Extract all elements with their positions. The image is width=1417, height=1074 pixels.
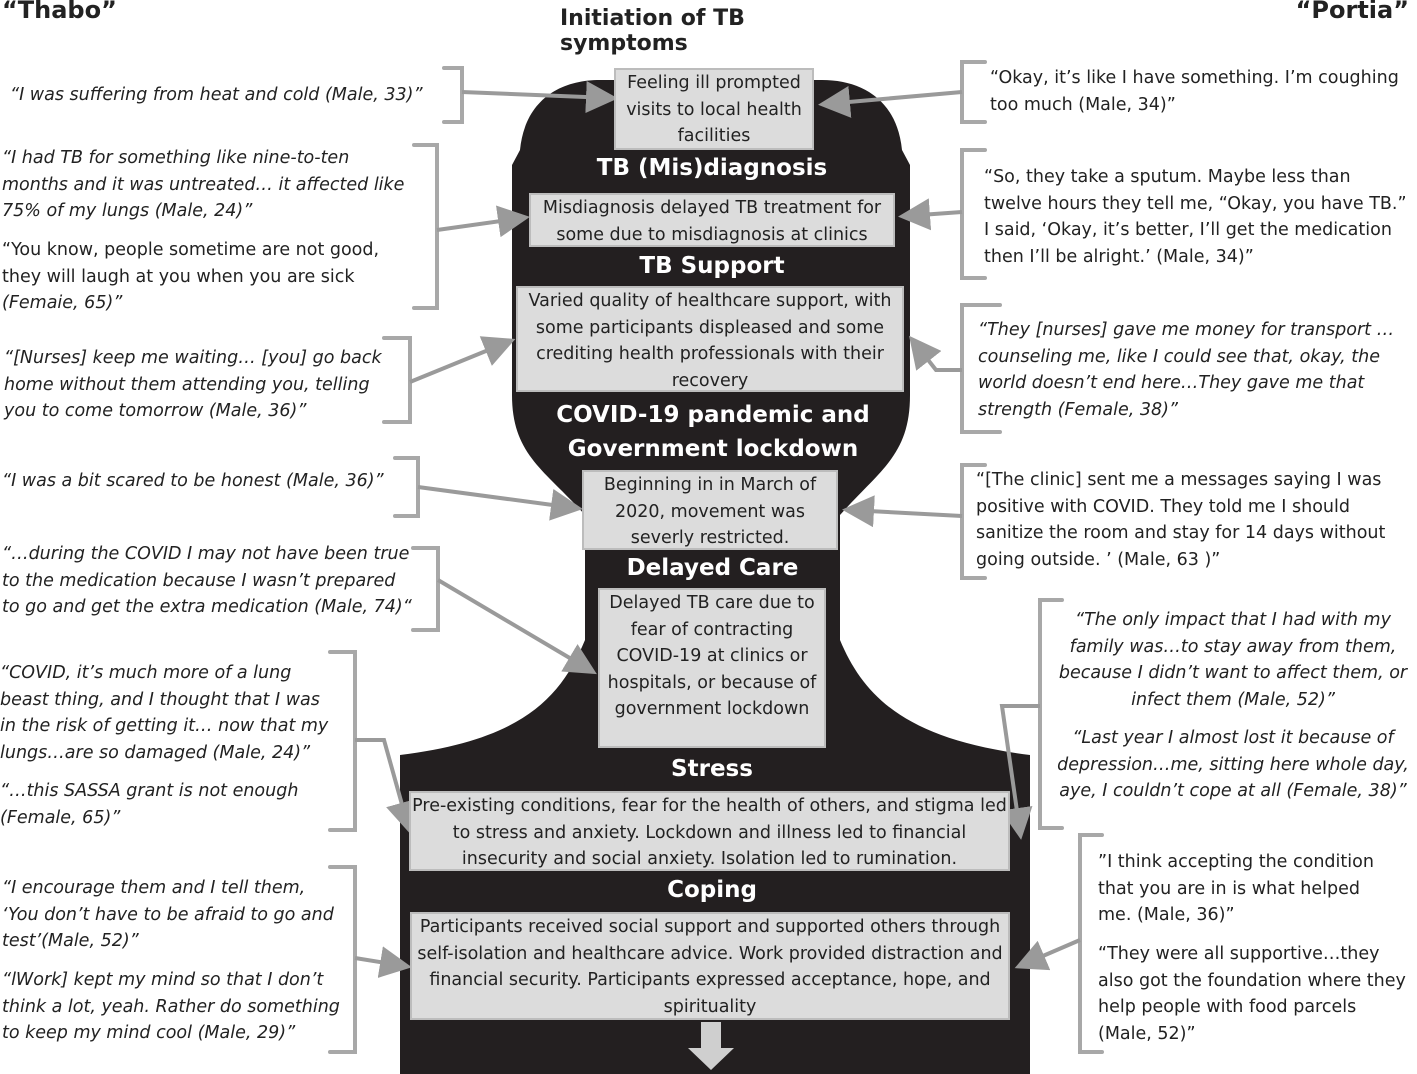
stage-title-stress: Stress xyxy=(671,756,753,782)
arrow-right-2 xyxy=(898,198,963,231)
right-quote-6: “Last year I almost lost it because of d… xyxy=(1057,728,1409,801)
left-quote-1: “I was suffering from heat and cold (Mal… xyxy=(10,85,423,105)
arrow-right-5 xyxy=(999,704,1040,840)
box-stress: Pre-existing conditions, fear for the he… xyxy=(409,791,1010,871)
box-initiation: Feeling ill prompted visits to local hea… xyxy=(614,68,814,150)
right-quote-3: “They [nurses] gave me money for transpo… xyxy=(978,320,1395,420)
arrow-right-6 xyxy=(1014,938,1081,971)
right-quote-5: “The only impact that I had with my fami… xyxy=(1058,610,1408,710)
left-quote-4: “[Nurses] keep me waiting… [you] go back… xyxy=(4,348,382,421)
left-quote-8: “…this SASSA grant is not enough (Female… xyxy=(0,781,299,828)
left-participant-name: “Thabo” xyxy=(2,0,117,24)
left-quote-5: “I was a bit scared to be honest (Male, … xyxy=(2,471,384,491)
stage-title-delayed-care: Delayed Care xyxy=(626,555,799,581)
stage-title-coping: Coping xyxy=(667,877,757,903)
arrow-left-3 xyxy=(409,336,516,384)
bracket-right-5 xyxy=(1038,598,1064,830)
stage-title-support: TB Support xyxy=(639,253,785,279)
down-arrow-icon xyxy=(688,1022,734,1070)
arrow-left-5 xyxy=(436,578,597,675)
box-support: Varied quality of healthcare support, wi… xyxy=(516,286,904,392)
box-coping: Participants received social support and… xyxy=(410,912,1010,1020)
bracket-right-2 xyxy=(960,148,987,280)
left-quote-3: “You know, people sometime are not good,… xyxy=(2,240,380,313)
left-quote-6: “…during the COVID I may not have been t… xyxy=(2,544,412,617)
main-title: Initiation of TB symptoms xyxy=(560,6,745,56)
arrow-left-6 xyxy=(355,738,417,834)
box-lockdown: Beginning in in March of 2020, movement … xyxy=(582,470,838,550)
arrow-right-1 xyxy=(818,85,963,118)
bracket-right-4 xyxy=(960,463,987,580)
right-quote-8: “They were all supportive…they also got … xyxy=(1098,944,1406,1044)
arrow-right-4 xyxy=(842,495,963,528)
bracket-left-2 xyxy=(412,143,439,310)
bracket-left-1 xyxy=(442,66,464,124)
stage-title-misdiagnosis: TB (Mis)diagnosis xyxy=(596,155,828,181)
arrow-left-7 xyxy=(354,946,412,978)
bracket-right-6 xyxy=(1078,833,1104,1054)
arrow-left-2 xyxy=(436,205,530,238)
box-delayed-care: Delayed TB care due to fear of contracti… xyxy=(598,588,826,748)
left-quote-10: “lWork] kept my mind so that I don’t thi… xyxy=(2,970,340,1043)
arrow-left-1 xyxy=(461,81,618,114)
left-quote-2: “I had TB for something like nine-to-ten… xyxy=(2,148,405,221)
right-quote-7: ”I think accepting the condition that yo… xyxy=(1098,852,1374,925)
right-quote-2: “So, they take a sputum. Maybe less than… xyxy=(984,167,1407,267)
left-quote-7: “COVID, it’s much more of a lung beast t… xyxy=(0,663,329,763)
right-participant-name: “Portia” xyxy=(1295,0,1409,24)
bracket-right-1 xyxy=(960,60,987,124)
arrow-left-4 xyxy=(417,485,583,521)
box-misdiagnosis: Misdiagnosis delayed TB treatment for so… xyxy=(529,193,895,247)
bracket-left-5 xyxy=(411,546,440,632)
stage-title-covid: COVID-19 pandemic and Government lockdow… xyxy=(556,402,870,462)
right-quote-1: “Okay, it’s like I have something. I’m c… xyxy=(990,68,1399,115)
left-quote-9: “I encourage them and I tell them, ‘You … xyxy=(2,878,334,951)
arrow-right-3 xyxy=(909,335,962,372)
right-quote-4: “[The clinic] sent me a messages saying … xyxy=(976,470,1386,570)
